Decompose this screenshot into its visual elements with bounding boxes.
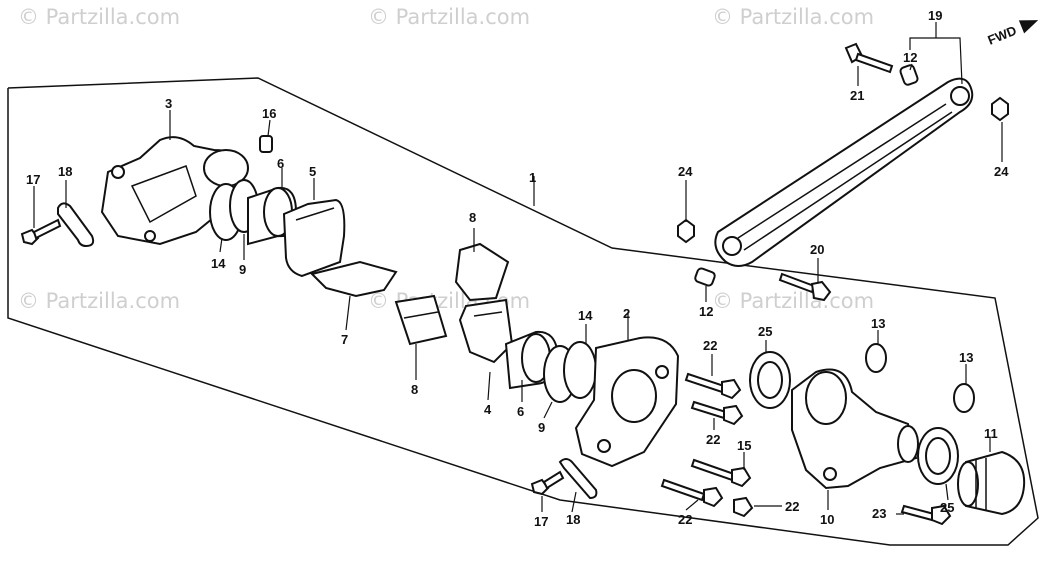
watermark: © Partzilla.com bbox=[368, 5, 530, 29]
brake-pad-5 bbox=[282, 198, 346, 278]
callout-14-left: 14 bbox=[211, 256, 226, 271]
watermarks: © Partzilla.com © Partzilla.com © Partzi… bbox=[18, 5, 874, 313]
bolt-23 bbox=[900, 504, 952, 526]
bolt-20 bbox=[778, 272, 832, 302]
callout-16: 16 bbox=[262, 106, 276, 121]
bolt-22-a bbox=[684, 372, 742, 400]
bolt-17-right bbox=[530, 470, 565, 496]
callout-18-right: 18 bbox=[566, 512, 580, 527]
pad-spring-8-upper bbox=[454, 242, 510, 302]
leader-lines bbox=[33, 22, 1003, 515]
fwd-label: FWD bbox=[986, 23, 1019, 48]
watermark: © Partzilla.com bbox=[712, 289, 874, 313]
callout-9-right: 9 bbox=[538, 420, 545, 435]
collar-13-lower bbox=[953, 383, 975, 413]
sleeve-11 bbox=[957, 450, 1026, 516]
seal-25-right bbox=[917, 427, 959, 485]
pin-18-right bbox=[558, 458, 598, 500]
seal-16 bbox=[259, 135, 273, 153]
callout-19: 19 bbox=[928, 8, 942, 23]
callout-1: 1 bbox=[529, 170, 536, 185]
callout-8-lower: 8 bbox=[411, 382, 418, 397]
callout-2: 2 bbox=[623, 306, 630, 321]
callout-25-left: 25 bbox=[758, 324, 772, 339]
bolt-21 bbox=[844, 42, 894, 74]
callout-12-middle: 12 bbox=[699, 304, 713, 319]
caliper-body-right bbox=[574, 336, 680, 468]
callout-22-a: 22 bbox=[703, 338, 717, 353]
piston-seal-14-right bbox=[563, 341, 597, 399]
assembly-boundary bbox=[7, 77, 1039, 546]
callout-23: 23 bbox=[872, 506, 886, 521]
callout-6-left: 6 bbox=[277, 156, 284, 171]
callout-8-upper: 8 bbox=[469, 210, 476, 225]
callout-labels: 1 2 3 4 5 6 6 7 8 8 9 9 10 11 12 12 13 1… bbox=[26, 8, 1009, 529]
callout-7: 7 bbox=[341, 332, 348, 347]
shim-7 bbox=[310, 260, 398, 298]
pad-spring-8-lower bbox=[394, 294, 448, 346]
callout-3: 3 bbox=[165, 96, 172, 111]
callout-20: 20 bbox=[810, 242, 824, 257]
callout-13-upper: 13 bbox=[871, 316, 885, 331]
callout-17-left: 17 bbox=[26, 172, 40, 187]
callout-4: 4 bbox=[484, 402, 492, 417]
watermark: © Partzilla.com bbox=[18, 5, 180, 29]
collar-13-upper bbox=[865, 343, 887, 373]
fwd-arrow-icon bbox=[1018, 20, 1039, 34]
pin-18-left bbox=[57, 202, 95, 248]
callout-14-right: 14 bbox=[578, 308, 593, 323]
callout-6-right: 6 bbox=[517, 404, 524, 419]
collar-12-middle bbox=[694, 267, 716, 287]
collar-12-top bbox=[899, 64, 919, 86]
bolt-15 bbox=[690, 458, 752, 488]
callout-12-top: 12 bbox=[903, 50, 917, 65]
brake-pad-4 bbox=[458, 298, 514, 364]
callout-5: 5 bbox=[309, 164, 316, 179]
watermark: © Partzilla.com bbox=[18, 289, 180, 313]
bolt-22-b bbox=[690, 400, 744, 426]
callout-17-right: 17 bbox=[534, 514, 548, 529]
callout-24-right: 24 bbox=[994, 164, 1009, 179]
callout-22-d: 22 bbox=[785, 499, 799, 514]
brake-torque-rod bbox=[714, 77, 974, 267]
nut-24-middle bbox=[677, 218, 695, 244]
callout-13-lower: 13 bbox=[959, 350, 973, 365]
bolt-17-left bbox=[20, 218, 62, 246]
nut-24-right bbox=[991, 96, 1009, 122]
callout-10: 10 bbox=[820, 512, 834, 527]
callout-22-c: 22 bbox=[678, 512, 692, 527]
callout-25-right: 25 bbox=[940, 500, 954, 515]
callout-18-left: 18 bbox=[58, 164, 72, 179]
callout-11: 11 bbox=[984, 426, 998, 441]
callout-24-middle: 24 bbox=[678, 164, 693, 179]
callout-21: 21 bbox=[850, 88, 864, 103]
fwd-indicator: FWD bbox=[986, 20, 1039, 48]
callout-15: 15 bbox=[737, 438, 751, 453]
caliper-bracket-10 bbox=[791, 368, 919, 490]
bolt-22-d bbox=[733, 496, 754, 518]
bolt-22-c bbox=[660, 478, 724, 508]
callout-22-b: 22 bbox=[706, 432, 720, 447]
watermark: © Partzilla.com bbox=[712, 5, 874, 29]
callout-9-left: 9 bbox=[239, 262, 246, 277]
seal-25-left bbox=[749, 351, 791, 409]
